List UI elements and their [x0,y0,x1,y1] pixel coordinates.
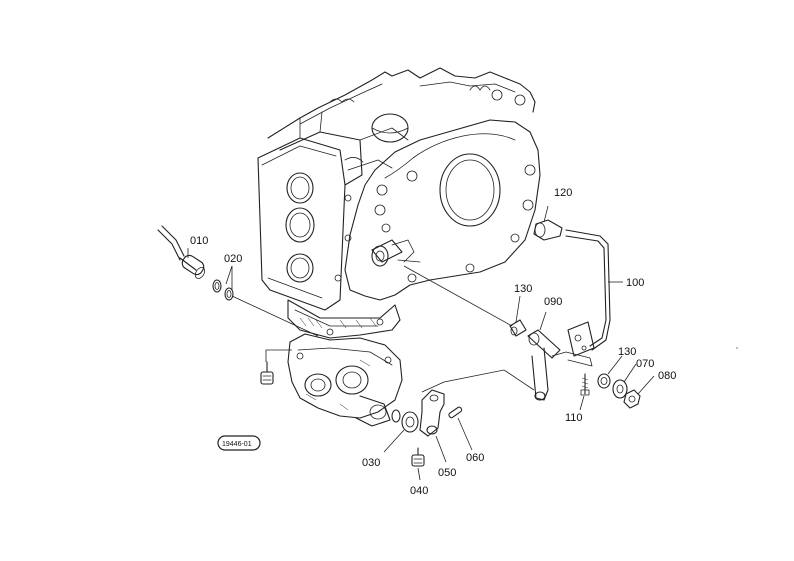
drawing-number-text: 19446-01 [222,441,252,448]
leader-lines [187,205,655,481]
part-120-grip [533,219,563,241]
part-030-seal [391,409,419,433]
part-010-rod [157,225,206,279]
drawing-number-badge: 19446-01 [217,435,261,451]
part-050-lever [419,389,445,437]
part-110-bolt [580,373,590,396]
assembly-guide-lines [231,265,535,393]
label-120: 120 [554,187,572,199]
label-110: 110 [565,412,583,424]
engine-block [257,67,541,339]
label-060: 060 [466,452,484,464]
part-040-bolt [411,447,425,467]
part-labels: 010 020 030 040 050 060 070 080 090 100 … [190,187,676,497]
label-020: 020 [224,253,242,265]
label-130-upper: 130 [514,283,532,295]
label-050: 050 [438,467,456,479]
part-130-sleeve-lower [597,373,611,389]
label-010: 010 [190,235,208,247]
label-080: 080 [658,370,676,382]
pump-housing [287,333,403,427]
part-130-sleeve-upper [509,319,527,337]
label-030: 030 [362,457,380,469]
part-100-rod [565,229,611,357]
part-070-washer [612,379,628,399]
label-100: 100 [626,277,644,289]
part-060-pin [448,406,463,419]
label-130-lower: 130 [618,346,636,358]
part-080-nut [623,389,641,409]
part-090-shaft [527,329,593,401]
label-070: 070 [636,358,654,370]
label-040: 040 [410,485,428,497]
part-bolt-left [260,361,274,385]
speck [736,347,738,349]
part-020-o-rings [212,279,234,301]
label-090: 090 [544,296,562,308]
